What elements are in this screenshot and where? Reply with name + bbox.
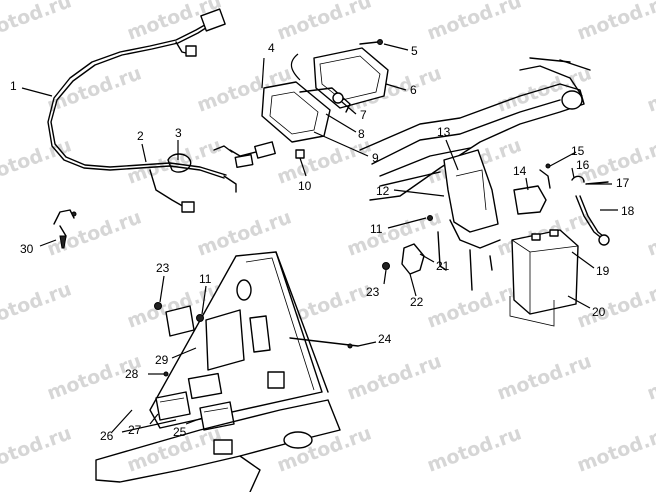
callout-11-panel: 11 — [199, 272, 212, 286]
frame-tube-end — [561, 90, 583, 110]
watermark-text: motod.ru — [0, 422, 74, 476]
callout-24: 24 — [378, 332, 392, 346]
callout-12: 12 — [376, 184, 390, 198]
bulb — [332, 92, 344, 104]
watermark-text: motod.ru — [424, 278, 524, 332]
callout-3: 3 — [175, 126, 182, 140]
watermark-text: motod.ru — [424, 0, 524, 45]
watermark-text: motod.ru — [274, 134, 374, 188]
callout-1: 1 — [10, 79, 17, 93]
watermark-text: motod.ru — [0, 278, 74, 332]
callout-8: 8 — [358, 127, 365, 141]
connector-plug — [200, 8, 226, 32]
callout-17: 17 — [616, 176, 630, 190]
callout-13: 13 — [437, 125, 451, 139]
callout-6: 6 — [410, 83, 417, 97]
control-panel-frame — [95, 251, 359, 492]
callout-18: 18 — [621, 204, 635, 218]
watermark-text: motod.ru — [574, 0, 656, 45]
callout-9: 9 — [372, 151, 379, 165]
watermark-text: motod.ru — [274, 0, 374, 45]
callout-15: 15 — [571, 144, 585, 158]
callout-22: 22 — [410, 295, 424, 309]
watermark-text: motod.ru — [644, 62, 656, 116]
module-27 — [155, 391, 191, 421]
callout-2: 2 — [137, 129, 144, 143]
rear-frame — [359, 57, 610, 327]
watermark-text: motod.ru — [0, 134, 74, 188]
callout-14: 14 — [513, 164, 527, 178]
connector-branch — [181, 201, 195, 213]
ignition-box-29 — [205, 309, 245, 371]
brake-switch — [53, 209, 77, 249]
grommet — [295, 149, 305, 159]
watermark-text: motod.ru — [344, 350, 444, 404]
callout-25: 25 — [173, 425, 187, 439]
callout-20: 20 — [592, 305, 606, 319]
callout-29: 29 — [155, 353, 169, 367]
watermark-text: motod.ru — [0, 0, 74, 45]
callout-28: 28 — [125, 367, 139, 381]
callout-11-frame: 11 — [370, 222, 383, 236]
harness-junction — [167, 153, 192, 173]
callout-10: 10 — [298, 179, 312, 193]
callout-21: 21 — [436, 259, 450, 273]
callout-4: 4 — [268, 41, 275, 55]
callout-30: 30 — [20, 242, 34, 256]
taillight-lens — [313, 47, 389, 109]
callout-23-panel: 23 — [156, 261, 170, 275]
callout-5: 5 — [411, 44, 418, 58]
coil-unit — [165, 305, 195, 337]
relay-14 — [513, 185, 547, 215]
callout-26: 26 — [100, 429, 114, 443]
callout-19: 19 — [596, 264, 610, 278]
battery-19 — [511, 229, 579, 315]
battery-tray-bracket — [443, 149, 499, 233]
watermark-text: motod.ru — [494, 350, 594, 404]
watermark-text: motod.ru — [644, 350, 656, 404]
watermark-text: motod.ru — [44, 62, 144, 116]
callout-23-frame: 23 — [366, 285, 380, 299]
bracket-22 — [401, 243, 425, 275]
connector-small — [185, 45, 197, 57]
watermark-text: motod.ru — [644, 206, 656, 260]
panel-hole — [236, 279, 252, 301]
wiring-harness — [47, 8, 276, 213]
leader-lines — [21, 43, 618, 433]
taillight-assembly — [261, 39, 389, 159]
callout-27: 27 — [128, 423, 142, 437]
watermark-text: motod.ru — [344, 206, 444, 260]
watermark-text: motod.ru — [274, 422, 374, 476]
callout-labels: 1 2 3 4 5 6 7 8 9 10 11 11 12 13 14 15 1… — [10, 41, 635, 443]
watermark-text: motod.ru — [424, 422, 524, 476]
callout-16: 16 — [576, 158, 590, 172]
watermark-text: motod.ru — [194, 206, 294, 260]
watermark-text: motod.ru — [574, 422, 656, 476]
callout-7: 7 — [360, 108, 367, 122]
